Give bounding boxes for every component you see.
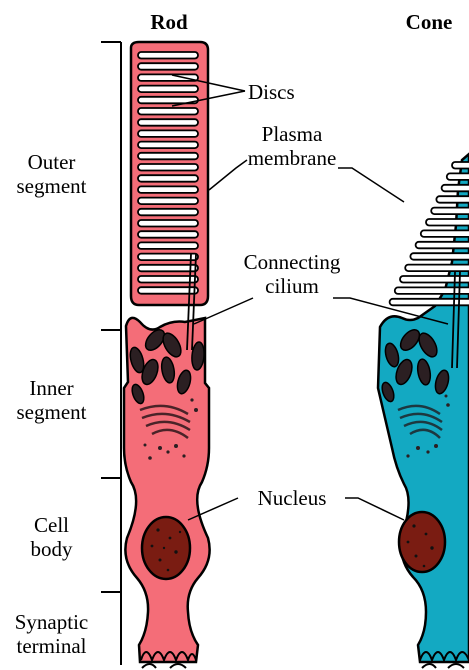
rod-disc [138,186,198,193]
cone-cell [378,154,469,668]
rod-disc [138,265,198,272]
cone-disc [442,185,469,192]
cone-disc [452,162,469,169]
cone-disc [436,196,469,203]
rod-disc [138,119,198,126]
rod-disc [138,86,198,93]
rod-disc [138,209,198,216]
cone-disc [400,276,469,283]
rod-nucleus [142,517,190,579]
cone-header: Cone [389,10,469,34]
plasma-leader-cone [338,168,404,202]
cone-disc [447,173,469,180]
rod-disc [138,242,198,249]
cone-disc [431,208,469,215]
rod-disc [138,130,198,137]
rod-disc [138,142,198,149]
nucleus-leader-cone [345,498,404,520]
cone-disc [426,219,469,226]
cone-disc [395,287,469,294]
rod-disc [138,198,198,205]
cone-disc [416,242,469,249]
region-bracket [101,42,121,665]
rod-disc [138,74,198,81]
discs-label: Discs [248,80,328,104]
rod-disc [138,254,198,261]
rod-disc [138,63,198,69]
rod-disc [138,220,198,227]
cone-disc [421,230,469,237]
rod-disc [138,231,198,238]
nucleus-label: Nucleus [240,486,344,510]
cone-nucleus [399,512,445,572]
cone-disc [405,265,469,272]
rod-disc [138,153,198,160]
rod-disc [138,164,198,171]
rod-header: Rod [130,10,208,34]
rod-cell [124,42,210,668]
cone-disc [410,253,469,260]
rod-disc [138,175,198,182]
rod-disc [138,52,198,59]
cone-disc [390,299,469,306]
rod-disc [138,108,198,115]
